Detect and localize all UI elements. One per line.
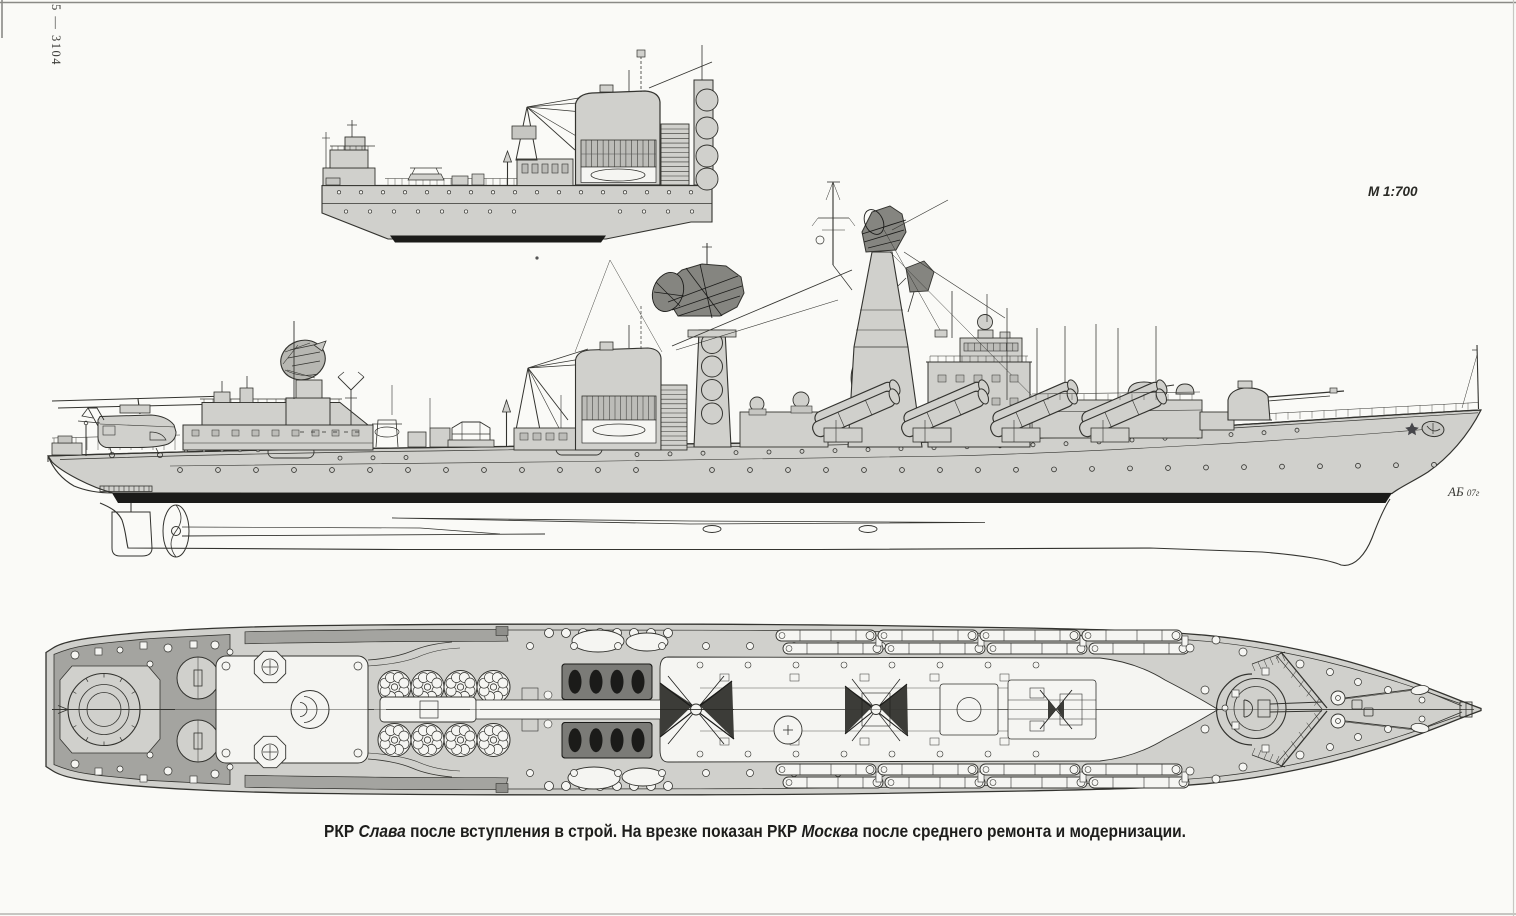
svg-text:5 — 3104: 5 — 3104: [49, 4, 63, 66]
svg-text:РКР Слава после вступления в с: РКР Слава после вступления в строй. На в…: [324, 821, 1186, 841]
svg-text:АБ 07г: АБ 07г: [1447, 484, 1480, 499]
svg-text:М 1:700: М 1:700: [1368, 184, 1418, 199]
